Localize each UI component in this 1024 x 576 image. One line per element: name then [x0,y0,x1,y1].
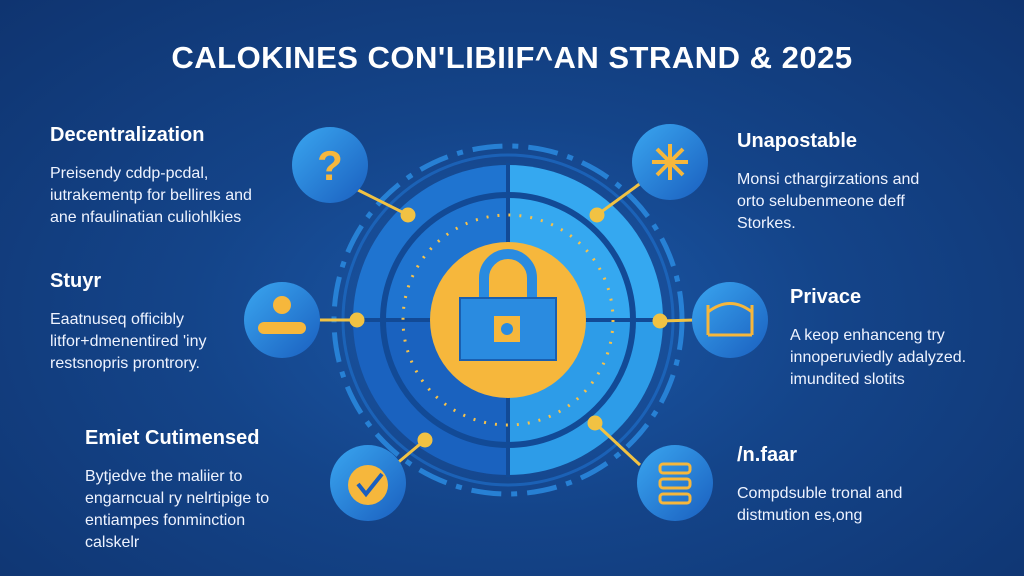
svg-text:?: ? [317,142,343,189]
feature-title: Stuyr [50,270,102,292]
page-title: CALOKINES CON'LIBIIF^AN STRAND & 2025 [171,40,853,75]
feature-title: Emiet Cutimensed [85,427,260,449]
brain-network-icon [244,282,320,358]
snowflake-arrows-icon [632,124,708,200]
dotted-ring [401,213,615,427]
feature-emiet: Emiet Cutimensed Bytjedve the maliier to… [85,427,269,554]
feature-decentralization: Decentralization Preisendy cddp-pcdal,iu… [50,124,252,229]
checkmark-icon [330,445,406,521]
feature-title: Unapostable [737,130,858,152]
feature-desc: Preisendy cddp-pcdal,iutrakementp for be… [50,165,252,226]
bridge-icon [692,282,768,358]
server-list-icon [637,445,713,521]
feature-title: Privace [790,286,862,308]
question-icon: ? [292,127,368,203]
padlock-icon [459,249,557,361]
feature-title: /n.faar [737,444,798,466]
feature-title: Decentralization [50,124,205,146]
